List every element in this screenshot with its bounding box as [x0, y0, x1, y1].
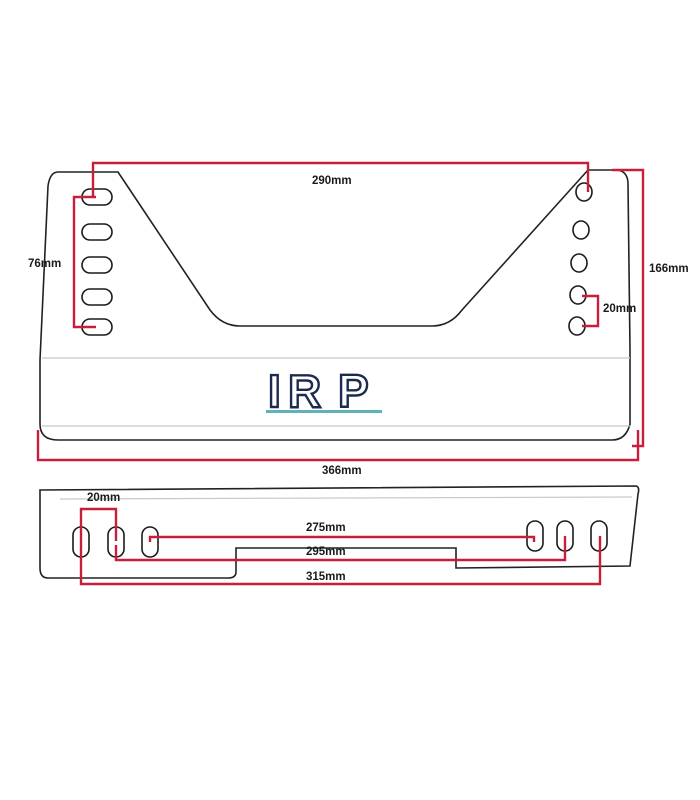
- logo-underline: [266, 410, 382, 413]
- right-round-hole: [575, 182, 593, 202]
- right-round-hole: [572, 220, 590, 240]
- left-slot-hole: [81, 223, 113, 241]
- dim-label-20-side: 20mm: [87, 492, 120, 504]
- left-slot-holes: [81, 188, 113, 336]
- right-round-holes: [568, 182, 593, 336]
- side-right-slots: [526, 520, 608, 552]
- left-slot-hole: [81, 256, 113, 274]
- left-slot-hole: [81, 288, 113, 306]
- side-dimension-lines: [79, 507, 602, 586]
- dim-label-20-right: 20mm: [603, 303, 636, 315]
- dim-label-275: 275mm: [306, 522, 346, 534]
- dimension-labels: 290mm 76mm 166mm 20mm 366mm 20mm 275mm 2…: [28, 175, 689, 583]
- dim-line-20-right: [582, 294, 600, 328]
- front-dimension-lines: [36, 161, 645, 462]
- dim-label-315: 315mm: [306, 571, 346, 583]
- dim-label-295: 295mm: [306, 546, 346, 558]
- dim-line-315: [79, 536, 602, 586]
- dim-label-290: 290mm: [312, 175, 352, 187]
- side-view-bracket: [39, 485, 640, 579]
- logo-letter-i: I: [268, 365, 281, 417]
- dim-line-20-side: [79, 507, 118, 548]
- dim-line-295: [114, 536, 567, 562]
- dim-label-166: 166mm: [649, 263, 689, 275]
- side-bend-line: [59, 496, 633, 500]
- dim-label-366: 366mm: [322, 465, 362, 477]
- dim-line-275: [148, 535, 536, 542]
- logo-letter-p: P: [338, 365, 369, 417]
- dim-line-290: [91, 161, 590, 196]
- logo-letter-r: R: [288, 365, 321, 417]
- dim-line-76: [72, 195, 96, 329]
- irp-logo: I R P: [266, 364, 382, 418]
- dim-label-76: 76mm: [28, 258, 61, 270]
- side-bracket-outline: [39, 485, 640, 579]
- front-bracket-outline: [39, 169, 631, 441]
- front-view-bracket: I R P: [39, 169, 631, 441]
- dim-line-366: [36, 430, 640, 462]
- right-round-hole: [570, 253, 588, 273]
